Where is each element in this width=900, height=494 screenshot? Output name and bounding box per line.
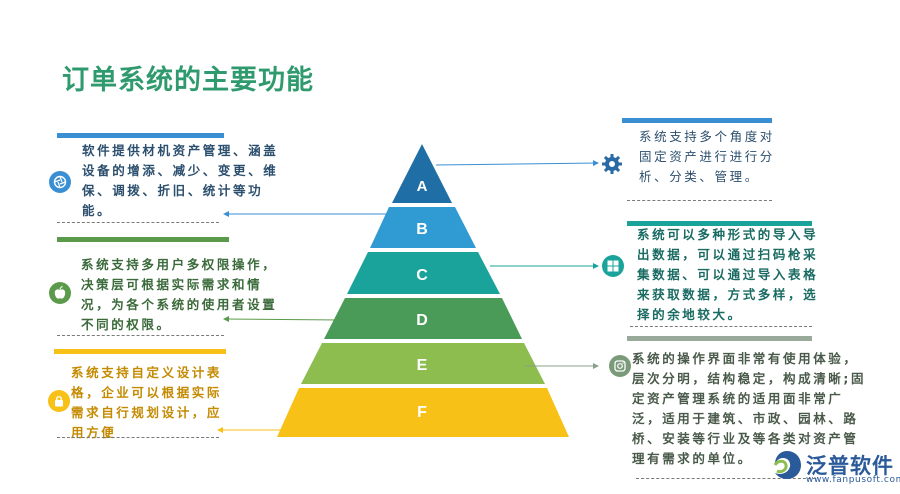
left-note-3-bar (54, 349, 226, 354)
left-note-2-text: 系统支持多用户多权限操作，决策层可根据实际需求和情况，为各个系统的使用者设置不同… (81, 257, 278, 332)
left-note-1-divider (57, 222, 219, 223)
left-note-2-divider (57, 335, 224, 336)
right-note-2-divider (630, 326, 812, 327)
brand-logo-name: 泛普软件 (806, 454, 894, 478)
right-note-1-bar (622, 118, 772, 123)
right-note-3-divider (636, 478, 816, 479)
camera-shutter-icon (49, 171, 71, 193)
connector-a (435, 160, 599, 167)
left-note-1-bar (57, 133, 224, 138)
pyramid-label-e: E (417, 357, 428, 374)
right-note-2-bar (627, 221, 812, 226)
right-note-1-divider (627, 200, 772, 201)
pyramid-level-a (392, 144, 452, 203)
pyramid-label-c: C (416, 267, 428, 284)
connector-d (223, 316, 341, 323)
pyramid-level-f (277, 388, 569, 437)
pyramid-label-d: D (416, 312, 428, 329)
right-note-3-bar (627, 336, 812, 341)
left-note-3-text: 系统支持自定义设计表格，企业可以根据实际需求自行规划设计，应用方便 (71, 365, 223, 440)
left-note-1-text: 软件提供材机资产管理、涵盖设备的增添、减少、变更、维保、调拨、折旧、统计等功能。 (82, 143, 279, 218)
right-note-1-text: 系统支持多个角度对固定资产进行进行分析、分类、管理。 (639, 129, 775, 184)
pyramid-level-e (301, 343, 545, 384)
brand-logo-url: www.fanpusoft.com (806, 475, 900, 485)
right-note-2-text: 系统可以多种形式的导入导出数据，可以通过扫码枪采集数据、可以通过导入表格来获取数… (637, 227, 819, 322)
right-note-3-text: 系统的操作界面非常有使用体验，层次分明，结构稳定，构成清晰;固定资产管理系统的适… (632, 351, 867, 466)
left-note-2-bar (57, 237, 229, 242)
gear-icon (601, 153, 623, 175)
apple-icon (49, 282, 71, 304)
lock-icon (48, 390, 70, 412)
pyramid-label-f: F (417, 404, 427, 421)
pyramid-level-b (370, 207, 476, 248)
pyramid-level-d (324, 298, 522, 339)
brand-logo: 泛普软件 www.fanpusoft.com (770, 446, 900, 490)
left-note-3-divider (57, 437, 219, 438)
windows-icon (602, 255, 624, 277)
pyramid-level-c (347, 252, 500, 294)
instagram-icon (609, 355, 631, 377)
pyramid-label-a: A (417, 178, 428, 195)
brand-logo-icon (773, 451, 801, 479)
page-title: 订单系统的主要功能 (62, 65, 314, 96)
pyramid-label-b: B (416, 221, 428, 238)
